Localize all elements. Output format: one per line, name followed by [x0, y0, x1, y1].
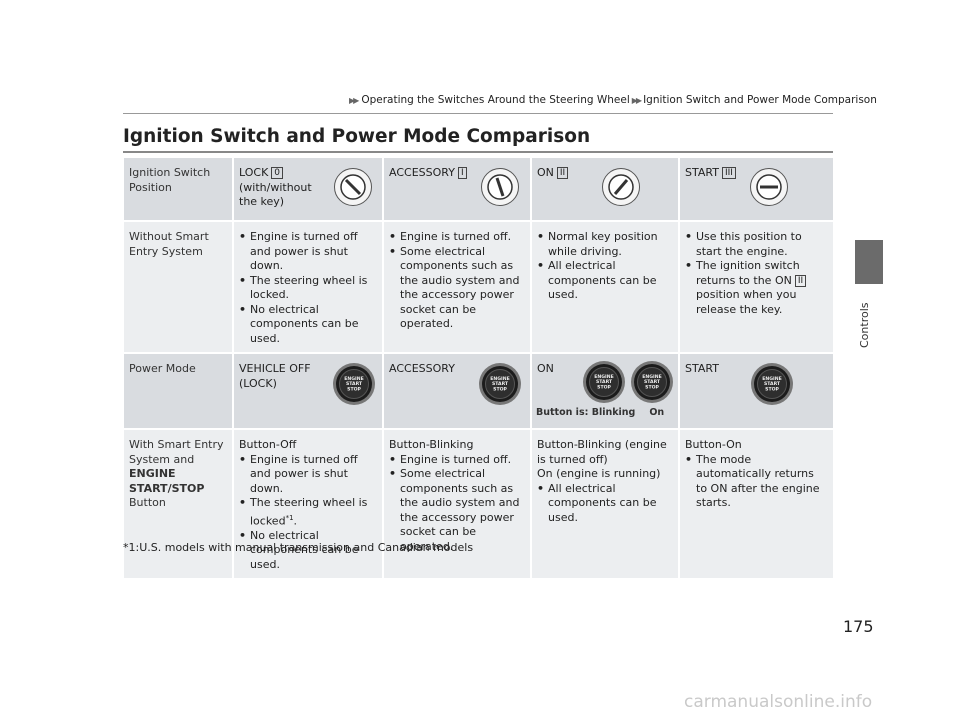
svg-text:ENGINE: ENGINE [594, 374, 613, 380]
on-label: ON [537, 166, 554, 179]
accessory-label: ACCESSORY [389, 362, 455, 375]
position-badge: II [556, 167, 569, 179]
ignition-key-on-icon [602, 168, 640, 206]
section-tab[interactable] [855, 240, 883, 284]
ignition-key-lock-icon [334, 168, 372, 206]
mode-heading: Button-On [685, 438, 742, 451]
double-arrow-icon: ▶▶ [631, 96, 642, 105]
list-item: Engine is turned off and power is shut d… [239, 453, 377, 497]
list-item: Normal key position while driving. [537, 230, 673, 259]
svg-text:START: START [492, 381, 509, 387]
list-item: All electrical components can be used. [537, 482, 673, 526]
position-badge: II [794, 274, 807, 287]
svg-text:STOP: STOP [493, 386, 507, 392]
svg-text:STOP: STOP [597, 384, 611, 390]
cell-start: Button-On The mode automatically returns… [678, 427, 835, 581]
start-label: START [685, 362, 719, 375]
row-label: Without Smart Entry System [122, 220, 234, 354]
page-title: Ignition Switch and Power Mode Compariso… [123, 126, 591, 147]
cell-start: Use this position to start the engine. T… [678, 220, 835, 354]
list-item: All electrical components can be used. [537, 259, 673, 303]
list-item: The steering wheel is locked*1. [239, 496, 377, 529]
svg-text:START: START [644, 379, 661, 385]
svg-text:START: START [596, 379, 613, 385]
svg-text:ENGINE: ENGINE [344, 376, 363, 382]
list-item: No electrical components can be used. [239, 303, 377, 347]
cell-on: Normal key position while driving. All e… [530, 220, 680, 354]
svg-text:STOP: STOP [645, 384, 659, 390]
svg-text:STOP: STOP [347, 386, 361, 392]
row-label: Power Mode [122, 352, 234, 430]
mode-heading: On (engine is running) [537, 467, 661, 480]
start-label: START [685, 166, 719, 179]
section-label: Controls [858, 302, 871, 349]
list-item: Some electrical components such as the a… [389, 467, 525, 554]
svg-text:ENGINE: ENGINE [762, 376, 781, 382]
mode-heading: Button-Blinking [389, 438, 474, 451]
row-label: Ignition Switch Position [122, 156, 234, 222]
row-label: With Smart Entry System and ENGINE START… [122, 427, 234, 581]
breadcrumb-item[interactable]: Operating the Switches Around the Steeri… [361, 94, 630, 106]
cell-lock: Engine is turned off and power is shut d… [232, 220, 384, 354]
svg-text:ENGINE: ENGINE [490, 376, 509, 382]
position-badge: III [721, 167, 736, 179]
ignition-key-accessory-icon [481, 168, 519, 206]
breadcrumb-item[interactable]: Ignition Switch and Power Mode Compariso… [643, 94, 877, 106]
mode-heading: Button-Off [239, 438, 297, 451]
list-item: Engine is turned off and power is shut d… [239, 230, 377, 274]
list-item: No electrical components can be used. [239, 529, 377, 573]
mode-heading: Button-Blinking (engine is turned off) [537, 438, 667, 466]
table-row: With Smart Entry System and ENGINE START… [122, 427, 835, 581]
cell-off: Button-Off Engine is turned off and powe… [232, 427, 384, 581]
cell-accessory: Engine is turned off. Some electrical co… [382, 220, 532, 354]
position-badge: 0 [271, 167, 284, 179]
divider [123, 113, 833, 114]
breadcrumb: ▶▶Operating the Switches Around the Stee… [349, 94, 877, 106]
page-number: 175 [843, 617, 874, 636]
svg-text:START: START [764, 381, 781, 387]
footnote: *1:U.S. models with manual transmission … [123, 541, 474, 554]
list-item: The steering wheel is locked. [239, 274, 377, 303]
list-item: Engine is turned off. [389, 230, 525, 245]
ignition-key-start-icon [750, 168, 788, 206]
watermark: carmanualsonline.info [684, 692, 873, 712]
off-label: VEHICLE OFF (LOCK) [239, 362, 311, 390]
divider [123, 151, 833, 153]
list-item: The ignition switch returns to the ONII … [685, 259, 828, 317]
list-item: The mode automatically returns to ON aft… [685, 453, 828, 511]
list-item: Use this position to start the engine. [685, 230, 828, 259]
lock-label: LOCK [239, 166, 269, 179]
cell-accessory: Button-Blinking Engine is turned off. So… [382, 427, 532, 581]
list-item: Some electrical components such as the a… [389, 245, 525, 332]
svg-text:ENGINE: ENGINE [642, 374, 661, 380]
double-arrow-icon: ▶▶ [349, 96, 359, 105]
accessory-label: ACCESSORY [389, 166, 455, 179]
lock-note: (with/without the key) [239, 180, 312, 209]
svg-text:STOP: STOP [765, 386, 779, 392]
position-badge: I [457, 167, 467, 179]
table-row: Without Smart Entry System Engine is tur… [122, 220, 835, 354]
svg-text:START: START [346, 381, 363, 387]
on-label: ON [537, 362, 554, 375]
list-item: Engine is turned off. [389, 453, 525, 468]
cell-on: Button-Blinking (engine is turned off) O… [530, 427, 680, 581]
